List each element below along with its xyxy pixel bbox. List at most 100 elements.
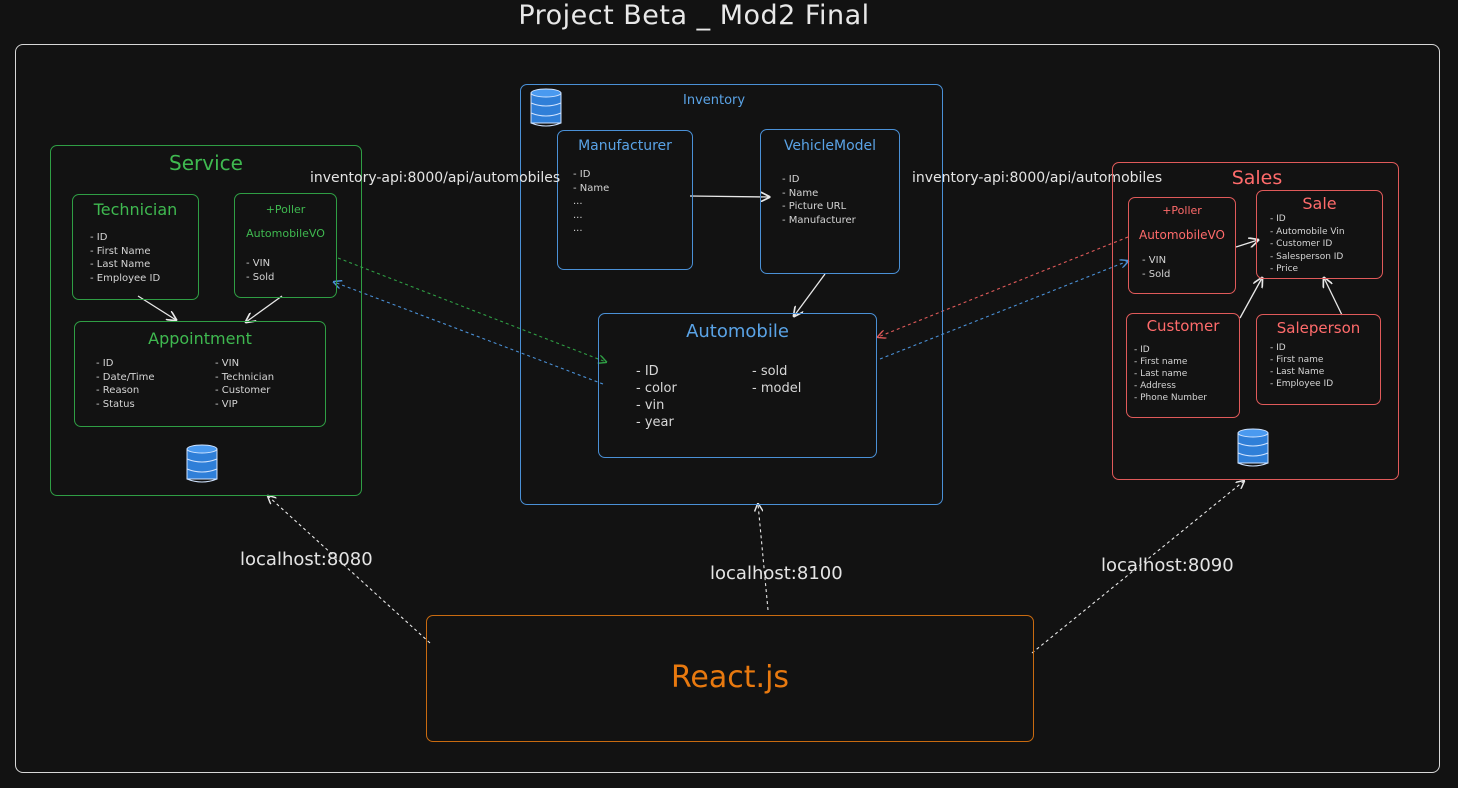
service-poller-field: - Sold (246, 271, 275, 283)
inventory-container (520, 84, 943, 505)
service-automobilevo-title: AutomobileVO (246, 227, 325, 240)
sales-poller-field: - Sold (1142, 268, 1171, 280)
salesperson-field: - ID (1270, 343, 1286, 353)
vehiclemodel-title: VehicleModel (783, 138, 877, 154)
sales-title: Sales (1231, 167, 1283, 189)
salesperson-box (1256, 314, 1381, 405)
salesperson-field: - Last Name (1270, 367, 1325, 377)
appointment-field: - Date/Time (96, 371, 155, 383)
inventory-title: Inventory (683, 93, 746, 108)
technician-field: - ID (90, 232, 108, 243)
sales-automobilevo-title: AutomobileVO (1138, 228, 1225, 242)
appointment-box (74, 321, 326, 427)
api-label-right: inventory-api:8000/api/automobiles (912, 170, 1163, 186)
edge-manufacturer-vehiclemodel (689, 196, 769, 197)
sales-container (1112, 162, 1399, 480)
salesperson-field: - First name (1270, 355, 1324, 365)
customer-field: - Last name (1134, 369, 1188, 379)
edge-react-inventory (758, 504, 769, 611)
customer-field: - ID (1134, 345, 1150, 355)
react-title: React.js (670, 660, 790, 695)
vehiclemodel-field: - Name (782, 187, 819, 199)
automobile-field: - color (636, 381, 677, 396)
vehiclemodel-field: - ID (782, 174, 800, 185)
customer-field: - Address (1134, 381, 1176, 391)
sale-box (1256, 190, 1383, 279)
customer-title: Customer (1146, 317, 1220, 335)
automobile-box (598, 313, 877, 458)
service-title: Service (169, 151, 243, 175)
appointment-fields-right: - VIN - Technician - Customer - VIP (215, 357, 274, 411)
host-sales: localhost:8090 (1101, 555, 1234, 576)
manufacturer-field: ... (573, 209, 583, 221)
diagram-title: Project Beta _ Mod2 Final (518, 0, 870, 31)
sale-field: - Customer ID (1270, 239, 1333, 249)
automobile-fields-right: - sold - model (752, 363, 801, 397)
manufacturer-box (557, 130, 693, 270)
technician-field: - First Name (90, 245, 151, 257)
salesperson-title: Saleperson (1276, 319, 1361, 337)
service-poller-box (234, 193, 337, 298)
salesperson-fields: - ID - First name - Last Name - Employee… (1270, 342, 1333, 390)
automobile-title: Automobile (686, 321, 789, 342)
sales-poller-field: - VIN (1142, 255, 1167, 266)
sale-field: - ID (1270, 214, 1286, 224)
edge-poller-sale (1235, 240, 1258, 247)
host-service: localhost:8080 (240, 549, 373, 570)
automobile-field: - ID (636, 364, 659, 379)
automobile-field: - vin (636, 398, 665, 413)
appointment-field: - ID (96, 358, 114, 369)
customer-fields: - ID - First name - Last name - Address … (1134, 344, 1207, 404)
technician-fields: - ID - First Name - Last Name - Employee… (90, 231, 160, 285)
automobile-field: - sold (752, 364, 788, 379)
sale-field: - Price (1270, 264, 1299, 274)
appointment-field: - VIN (215, 358, 240, 369)
automobile-field: - model (752, 381, 802, 396)
sale-title: Sale (1302, 194, 1337, 213)
vehiclemodel-field: - Manufacturer (782, 214, 856, 226)
appointment-fields-left: - ID - Date/Time - Reason - Status (96, 357, 155, 411)
sale-field: - Automobile Vin (1270, 226, 1345, 237)
manufacturer-field: - ID (573, 169, 591, 180)
edge-react-service (268, 496, 431, 644)
edge-poller-appointment (246, 295, 283, 322)
edge-vehiclemodel-automobile (794, 273, 826, 316)
manufacturer-title: Manufacturer (578, 138, 672, 154)
edge-salesperson-sale (1324, 278, 1343, 316)
service-poller-field: - VIN (246, 258, 271, 269)
database-icon (186, 444, 218, 483)
edge-automobile-to-sales-poller (879, 261, 1128, 360)
automobile-fields-left: - ID - color - vin - year (636, 363, 677, 431)
appointment-title: Appointment (148, 329, 252, 348)
sale-field: - Salesperson ID (1270, 251, 1344, 262)
edge-technician-appointment (137, 295, 176, 320)
host-inventory: localhost:8100 (710, 563, 843, 584)
service-poller-fields: - VIN - Sold (246, 257, 274, 284)
service-container (50, 145, 362, 496)
customer-field: - Phone Number (1134, 393, 1208, 403)
salesperson-field: - Employee ID (1270, 379, 1334, 389)
vehiclemodel-box (760, 129, 900, 274)
vehiclemodel-fields: - ID - Name - Picture URL - Manufacturer (782, 173, 856, 227)
edge-customer-sale (1239, 278, 1262, 319)
sale-fields: - ID - Automobile Vin - Customer ID - Sa… (1270, 213, 1345, 276)
customer-field: - First name (1134, 357, 1188, 367)
outer-frame (15, 44, 1440, 773)
vehiclemodel-field: - Picture URL (782, 201, 847, 212)
technician-field: - Last Name (90, 259, 151, 270)
manufacturer-field: ... (573, 196, 583, 207)
technician-field: - Employee ID (90, 272, 161, 284)
automobile-field: - year (636, 415, 674, 430)
technician-box (72, 194, 199, 300)
database-icon (530, 88, 562, 127)
react-box (426, 615, 1034, 742)
sales-poller-label: +Poller (1162, 204, 1202, 217)
appointment-field: - Reason (96, 385, 140, 396)
appointment-field: - VIP (215, 398, 238, 410)
appointment-field: - Status (96, 398, 135, 410)
api-label-left: inventory-api:8000/api/automobiles (310, 170, 561, 186)
appointment-field: - Technician (215, 371, 275, 383)
edge-sales-poller-to-automobile (878, 236, 1129, 337)
manufacturer-field: ... (573, 223, 583, 234)
